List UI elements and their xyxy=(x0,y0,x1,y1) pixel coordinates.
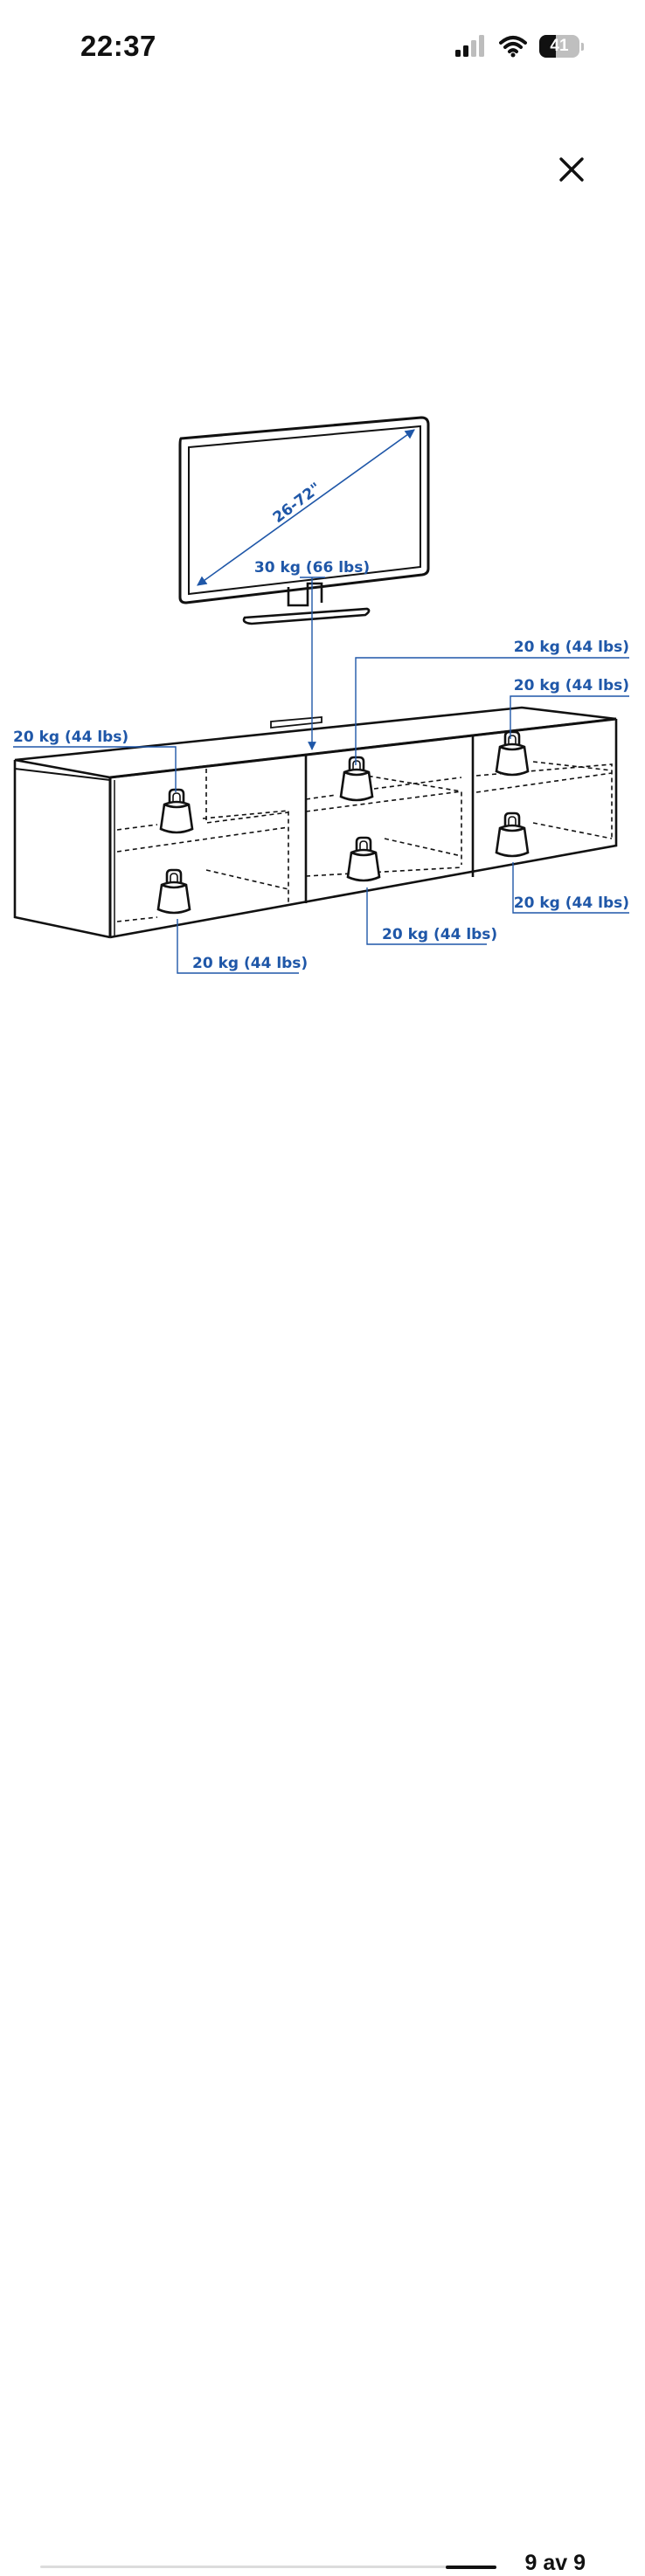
status-time: 22:37 xyxy=(80,30,156,62)
close-button[interactable] xyxy=(552,150,591,189)
pager-progress-track[interactable] xyxy=(40,2565,496,2569)
pager-progress-thumb[interactable] xyxy=(446,2565,496,2569)
wifi-icon xyxy=(499,36,527,58)
shelf-weight-label-center-top: 20 kg (44 lbs) xyxy=(514,639,629,656)
leader-lines xyxy=(13,577,629,974)
tv-weight-label: 30 kg (66 lbs) xyxy=(254,559,370,577)
shelf-weight-label-left-bottom: 20 kg (44 lbs) xyxy=(192,955,308,972)
battery-icon: 41 xyxy=(539,35,584,58)
shelf-weight-label-right-top: 20 kg (44 lbs) xyxy=(514,677,629,694)
page-counter: 9 av 9 xyxy=(524,2551,586,2575)
battery-body: 41 xyxy=(539,35,579,58)
status-bar: 22:37 41 xyxy=(0,0,645,96)
shelf-weight-label-left-top: 20 kg (44 lbs) xyxy=(13,729,128,746)
product-image-load-diagram: 26-72" 30 kg (66 lbs) 20 kg (44 lbs) 20 … xyxy=(13,416,629,974)
battery-fill xyxy=(539,35,556,58)
shelf-weight-label-right-bottom: 20 kg (44 lbs) xyxy=(514,894,629,912)
shelf-weight-label-center-bottom: 20 kg (44 lbs) xyxy=(382,926,497,943)
image-pager: 9 av 9 xyxy=(0,1267,645,2575)
status-icons: 41 xyxy=(455,35,584,58)
battery-percent: 41 xyxy=(550,37,569,55)
tv-illustration xyxy=(178,416,430,625)
cellular-signal-icon xyxy=(455,35,484,57)
battery-nub xyxy=(581,42,584,51)
close-icon xyxy=(559,157,584,182)
